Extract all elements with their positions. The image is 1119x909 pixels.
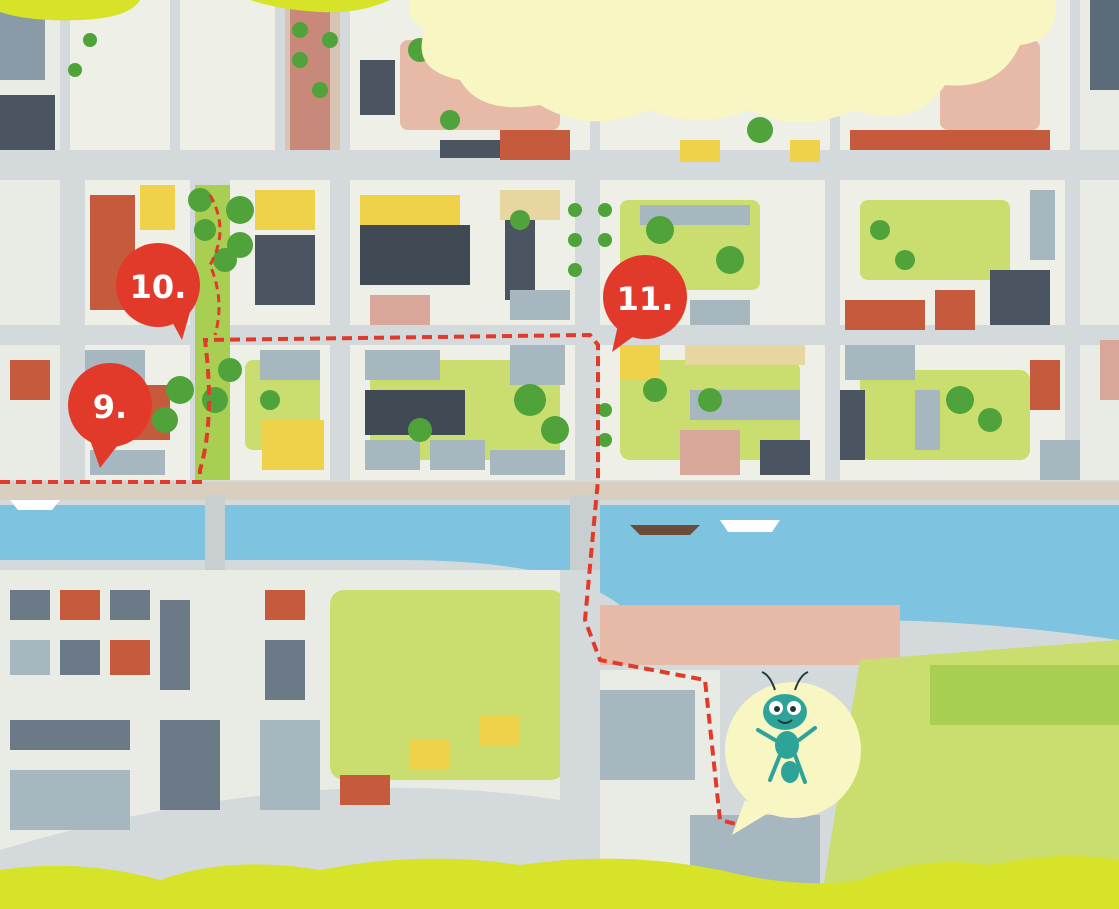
route-branch (208, 194, 222, 336)
stop-label-10: 10. (130, 268, 187, 306)
frame-bottom (0, 856, 1119, 909)
quay-road (0, 482, 1119, 500)
tour-route (0, 332, 741, 827)
info-cloud (409, 0, 1056, 123)
stop-label-11: 11. (617, 280, 674, 318)
stop-marker-10[interactable]: 10. (116, 243, 200, 340)
frame-top-center (250, 0, 390, 13)
frame-top-left (0, 0, 140, 21)
boats (10, 500, 780, 535)
stop-marker-9[interactable]: 9. (68, 363, 152, 468)
ant-mascot-icon (756, 671, 817, 784)
mascot-bubble[interactable] (725, 671, 861, 835)
stop-marker-11[interactable]: 11. (603, 255, 687, 352)
houses (10, 590, 520, 830)
boulevard (290, 0, 330, 150)
buildings (0, 0, 1119, 480)
stop-label-9: 9. (93, 388, 127, 426)
